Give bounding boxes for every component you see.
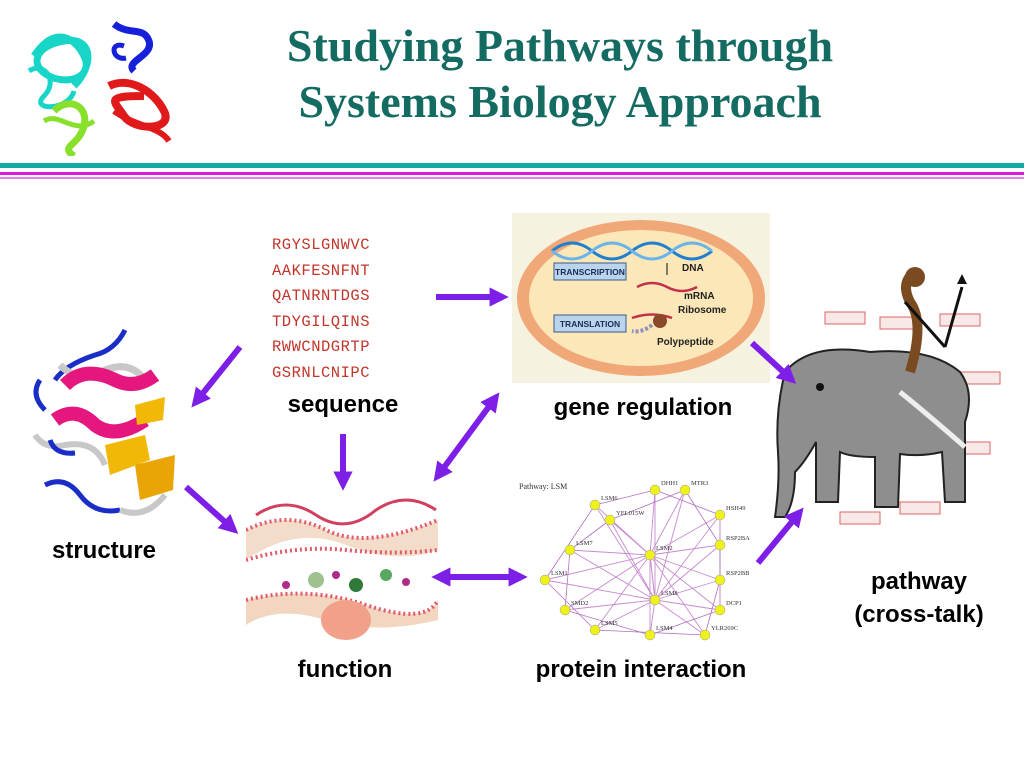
network-edge [609, 489, 686, 521]
structure-label: structure [51, 537, 157, 564]
network-node-label: MTR3 [691, 480, 708, 487]
network-edge [684, 489, 721, 546]
protein-ribbon-icon [27, 21, 172, 156]
network-edge [564, 599, 656, 611]
protein-interaction-label: protein interaction [535, 656, 747, 683]
transcription-label: TRANSCRIPTION [555, 267, 625, 277]
network-edge [649, 489, 686, 556]
network-node-label: SMD2 [571, 600, 588, 607]
network-edge [649, 554, 721, 611]
page-title: Studying Pathways through Systems Biolog… [286, 20, 834, 127]
network-edge [649, 544, 721, 556]
network-edge [594, 554, 651, 631]
network-node [679, 484, 691, 496]
network-edge [654, 599, 721, 611]
network-edge [594, 504, 651, 556]
function-membrane-illustration [246, 490, 438, 650]
network-node [714, 509, 726, 521]
network-node [649, 484, 661, 496]
gene-regulation-label: gene regulation [553, 394, 733, 421]
network-node-label: YLR269C [711, 625, 738, 632]
network-edge [649, 489, 656, 556]
arrow-function-gene-bidirectional [433, 392, 500, 482]
network-edge [654, 579, 721, 601]
network-edge [564, 549, 571, 611]
network-node [714, 539, 726, 551]
network-edge [594, 599, 656, 631]
network-node [714, 574, 726, 586]
network-node [559, 604, 571, 616]
network-edge [569, 549, 651, 556]
network-edge [569, 549, 656, 601]
network-edge [654, 514, 721, 601]
sequence-label: sequence [287, 391, 399, 418]
network-node [644, 629, 656, 641]
network-node [604, 514, 616, 526]
network-edge [649, 554, 656, 601]
network-edge [649, 554, 706, 636]
polypeptide-label: Polypeptide [657, 337, 714, 348]
network-node-label: LSM8 [661, 590, 678, 597]
sequence-text: RGYSLGNWVC AAKFESNFNT QATNRNTDGS TDYGILQ… [272, 236, 371, 382]
network-node-label: LSM4 [656, 625, 673, 632]
network-edge [564, 554, 651, 611]
title-rule-magenta [0, 172, 1024, 175]
network-node-label: LSM5 [601, 620, 618, 627]
network-edge [649, 514, 721, 556]
structure-ribbon-icon [32, 328, 175, 516]
network-node-label: LSM1 [551, 570, 568, 577]
network-edge [704, 579, 721, 636]
network-node [589, 624, 601, 636]
network-edge [544, 579, 596, 631]
network-node [644, 549, 656, 561]
network-node-label: HSH49 [726, 505, 746, 512]
network-edge [654, 489, 721, 516]
network-node-label: LSM2 [656, 545, 673, 552]
network-edge [594, 489, 656, 506]
network-node-label: RSP2BA [726, 535, 750, 542]
function-label: function [297, 656, 393, 683]
network-edge [609, 519, 656, 601]
network-caption: Pathway: LSM [519, 482, 567, 491]
network-node [649, 594, 661, 606]
dna-label: DNA [682, 263, 704, 274]
arrow-sequence-to-structure [191, 345, 243, 408]
network-edge [544, 579, 656, 601]
network-edge [654, 544, 721, 601]
pathway-label: pathway (cross-talk) [854, 568, 984, 628]
arrow-network-to-pathway [755, 507, 804, 565]
title-rule-magenta-thin [0, 177, 1024, 179]
translation-label: TRANSLATION [560, 319, 620, 329]
network-node-label: LSM6 [601, 495, 618, 502]
network-node-label: LSM7 [576, 540, 593, 547]
network-edge [564, 609, 651, 636]
arrow-structure-to-function [183, 484, 239, 534]
network-node-label: YEL015W [616, 510, 645, 517]
ribosome-label: Ribosome [678, 305, 727, 316]
mrna-label: mRNA [684, 291, 715, 302]
title-rule-teal [0, 163, 1024, 168]
network-edge [654, 599, 706, 636]
network-edge [544, 504, 596, 581]
network-node [564, 544, 576, 556]
arrow-gene-to-pathway [749, 340, 797, 384]
network-node [699, 629, 711, 641]
network-node-label: DCP1 [726, 600, 742, 607]
network-node [539, 574, 551, 586]
network-edge [544, 554, 651, 581]
elephant-rider-icon [773, 267, 1010, 552]
network-edge [649, 554, 721, 581]
network-edge [649, 609, 721, 636]
network-node [714, 604, 726, 616]
network-edge [649, 599, 656, 636]
gene-regulation-panel: TRANSCRIPTION TRANSLATION DNA mRNA Ribos… [512, 213, 770, 383]
network-edge [569, 519, 611, 551]
network-node-label: RSP2BB [726, 570, 750, 577]
network-node [589, 499, 601, 511]
network-edge [654, 489, 686, 601]
network-node-label: DHH1 [661, 480, 678, 487]
